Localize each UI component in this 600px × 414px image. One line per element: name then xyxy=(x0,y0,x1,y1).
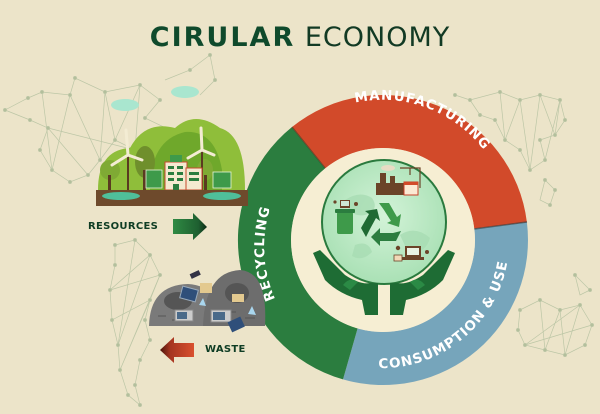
landfill-illustration xyxy=(149,270,266,333)
laptop-icon xyxy=(393,245,429,262)
recycling-bin-icon xyxy=(333,200,358,234)
world-network-map xyxy=(3,53,594,407)
stage-manufacturing-segment xyxy=(291,94,527,229)
stage-recycling-segment xyxy=(237,127,358,380)
hands-icon xyxy=(313,250,455,315)
factory-icon xyxy=(376,165,421,196)
cycle-ring xyxy=(237,94,528,386)
recycle-icon xyxy=(361,203,401,246)
waste-arrow-icon xyxy=(160,337,194,363)
title-bold: CIRULAR xyxy=(149,22,296,53)
title-light: ECONOMY xyxy=(304,22,451,53)
resources-arrow-icon xyxy=(173,213,207,240)
page-title: CIRULAR ECONOMY xyxy=(0,22,600,53)
green-city-illustration xyxy=(96,86,248,206)
resources-label: RESOURCES xyxy=(88,221,159,232)
stage-consumption-segment xyxy=(343,222,528,386)
waste-label: WASTE xyxy=(205,344,246,355)
